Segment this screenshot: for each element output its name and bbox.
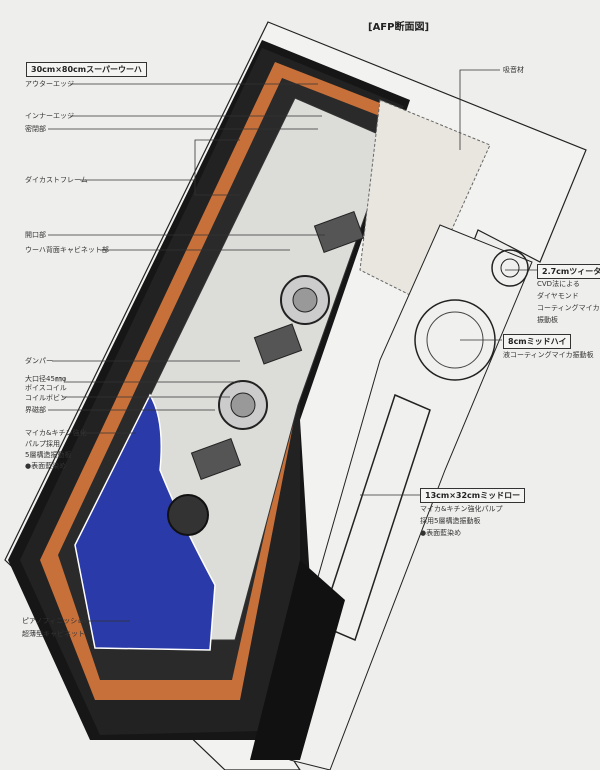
label-sealed-part: 密閉部	[25, 125, 46, 133]
label-absorber: 吸音材	[503, 66, 524, 74]
label-coil-bobbin: コイルボビン	[25, 394, 67, 402]
label-diaphragm-1: マイカ&キチン強化	[25, 429, 87, 437]
label-tweeter-4: 振動板	[537, 316, 558, 324]
vent-3	[190, 438, 242, 480]
blue-diaphragm	[74, 393, 216, 651]
label-midhigh-1: 液コーティングマイカ振動板	[503, 351, 594, 359]
label-tweeter-1: CVD法による	[537, 280, 580, 288]
label-inner-edge: インナーエッジ	[25, 112, 74, 120]
label-diaphragm-4: ●表面藍染め	[25, 462, 67, 470]
label-voice-coil-2: ボイスコイル	[25, 384, 67, 392]
absorber	[359, 99, 491, 301]
label-damper: ダンパー	[25, 357, 53, 365]
tweeter-heading: 2.7cmツィータ	[537, 264, 600, 279]
midhigh-heading: 8cmミッドハイ	[503, 334, 572, 349]
woofer-heading: 30cm×80cmスーパーウーハ	[26, 62, 147, 77]
label-midlow-1: マイカ&キチン強化パルプ	[420, 505, 503, 513]
label-diecast-frame: ダイカストフレーム	[25, 176, 88, 184]
label-cabinet-1: ピアノフィニッシュ	[22, 617, 85, 625]
tweeter	[491, 249, 529, 287]
mid-low-driver	[319, 393, 431, 642]
leader-lines	[48, 69, 537, 622]
label-magnetic-circuit: 界磁部	[25, 406, 46, 414]
label-outer-edge: アウターエッジ	[25, 80, 74, 88]
label-diaphragm-3: 5層構造振動板	[25, 451, 72, 459]
label-cabinet-2: 超薄型キャビネット	[22, 630, 85, 638]
label-opening: 開口部	[25, 231, 46, 239]
label-midlow-3: ●表面藍染め	[420, 529, 462, 537]
vent-2	[253, 323, 303, 365]
label-woofer-back-cabinet: ウーハ背面キャビネット部	[25, 246, 109, 254]
midlow-heading: 13cm×32cmミッドロー	[420, 488, 526, 503]
label-voice-coil-1: 大口径45㎜φ	[25, 375, 67, 383]
label-diaphragm-2: パルプ採用	[25, 440, 60, 448]
vent-1	[313, 211, 365, 253]
mid-panel	[289, 224, 533, 770]
diagram-title: [AFP断面図]	[368, 22, 430, 33]
label-tweeter-3: コーティングマイカ	[537, 304, 600, 312]
label-midlow-2: 採用5層構造振動板	[420, 517, 481, 525]
woofer-driver-3	[167, 494, 209, 536]
label-tweeter-2: ダイヤモンド	[537, 292, 579, 300]
cabinet-base	[250, 560, 345, 760]
